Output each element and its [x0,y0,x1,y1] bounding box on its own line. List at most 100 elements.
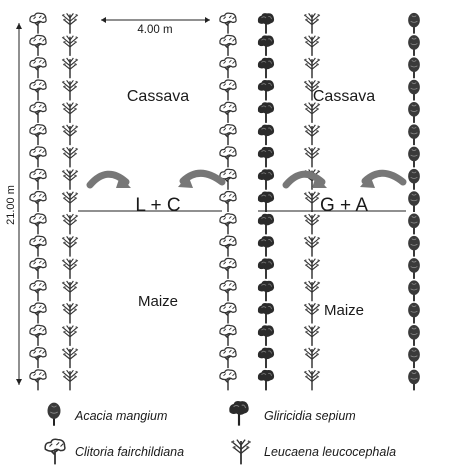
leucaena-tree-icon [230,438,252,466]
clitoria-tree-icon [29,12,47,35]
left-maize-label: Maize [138,293,178,310]
clitoria-tree-icon [29,302,47,325]
gliricidia-tree-icon [257,279,275,303]
acacia-tree-icon [407,324,421,347]
right-treatment-label: G + A [320,195,368,216]
legend: Acacia mangium Gliricidia sepium Clitori… [44,400,396,466]
leucaena-tree-icon [61,101,79,124]
clitoria-tree-icon [29,146,47,169]
clitoria-tree-icon [219,279,237,302]
clitoria-tree-icon [219,369,237,392]
clitoria-tree-icon [219,79,237,102]
gliricidia-tree-icon [257,34,275,57]
clitoria-tree-icon [29,190,47,213]
clitoria-tree-icon [29,101,47,124]
gliricidia-tree-icon [257,168,275,191]
clitoria-tree-icon [219,12,237,35]
acacia-tree-icon [407,12,421,35]
leucaena-tree-icon [61,124,79,146]
acacia-tree-icon [407,235,421,258]
clitoria-tree-icon [44,438,66,466]
clitoria-tree-icon [29,257,47,280]
gliricidia-tree-icon [257,12,275,35]
gliricidia-tree-icon [257,79,275,102]
gliricidia-tree-icon [257,145,275,169]
right-maize-label: Maize [324,302,364,319]
gliricidia-tree-icon [257,346,275,370]
clitoria-tree-icon [219,324,237,347]
acacia-tree-icon [407,346,421,370]
leucaena-tree-icon [303,369,321,392]
clitoria-tree-icon [29,324,47,347]
leucaena-tree-icon [303,257,321,280]
clitoria-tree-icon [29,56,47,79]
leucaena-tree-icon [61,257,79,280]
acacia-tree-icon [407,78,421,102]
leucaena-tree-icon [61,191,79,213]
leucaena-tree-icon [303,324,321,347]
leucaena-tree-icon [61,302,79,325]
gliricidia-tree-icon [257,257,275,280]
clitoria-tree-icon [29,168,47,191]
clitoria-tree-icon [219,257,237,280]
gliricidia-tree-icon [228,400,250,427]
clitoria-tree-icon [219,235,237,258]
leucaena-tree-icon [303,235,321,258]
acacia-tree-icon [407,257,421,280]
leucaena-tree-icon [303,347,321,369]
gliricidia-tree-icon [257,212,275,236]
left-cassava-label: Cassava [127,88,189,105]
leucaena-tree-icon [303,280,321,302]
leucaena-tree-icon [61,79,79,102]
clitoria-tree-icon [219,146,237,169]
leucaena-tree-icon [303,12,321,35]
clitoria-tree-icon [219,123,237,146]
gliricidia-tree-icon [257,56,275,80]
clitoria-tree-icon [219,34,237,57]
legend-clitoria-label: Clitoria fairchildiana [75,445,184,459]
leucaena-tree-icon [61,280,79,302]
gliricidia-tree-icon [257,324,275,347]
width-label: 4.00 m [137,24,172,36]
clitoria-tree-icon [29,123,47,146]
length-dimension: 21.00 m [5,23,22,385]
clitoria-tree-icon [219,302,237,325]
leucaena-tree-icon [303,101,321,124]
leucaena-tree-icon [61,235,79,258]
leucaena-tree-icon [61,324,79,347]
clitoria-tree-icon [219,101,237,124]
clitoria-tree-icon [29,79,47,102]
leucaena-tree-icon [61,168,79,191]
gliricidia-tree-icon [257,302,275,325]
clitoria-tree-icon [29,279,47,302]
leucaena-tree-icon [303,302,321,325]
gliricidia-tree-icon [257,101,275,124]
acacia-tree-icon [407,301,421,325]
leucaena-tree-icon [61,57,79,79]
acacia-tree-icon [407,34,421,57]
leucaena-tree-icon [61,369,79,392]
acacia-tree-icon [407,368,421,392]
leucaena-tree-icon [303,124,321,146]
legend-gliricidia-label: Gliricidia sepium [264,409,356,423]
length-label: 21.00 m [5,185,17,225]
leucaena-tree-icon [61,12,79,35]
acacia-tree-icon [407,212,421,236]
clitoria-tree-icon [219,213,237,236]
gliricidia-tree-icon [257,123,275,147]
clitoria-tree-icon [29,235,47,258]
clitoria-tree-icon [29,213,47,236]
clitoria-tree-icon [219,190,237,213]
acacia-tree-icon [407,168,421,191]
leucaena-tree-icon [303,213,321,236]
leucaena-tree-icon [61,34,79,57]
leucaena-tree-icon [61,146,79,169]
legend-acacia-label: Acacia mangium [74,409,167,423]
leucaena-tree-icon [303,57,321,79]
acacia-tree-icon [407,190,421,213]
acacia-tree-icon [407,145,421,169]
acacia-tree-icon [407,123,421,147]
leucaena-tree-icon [303,146,321,169]
